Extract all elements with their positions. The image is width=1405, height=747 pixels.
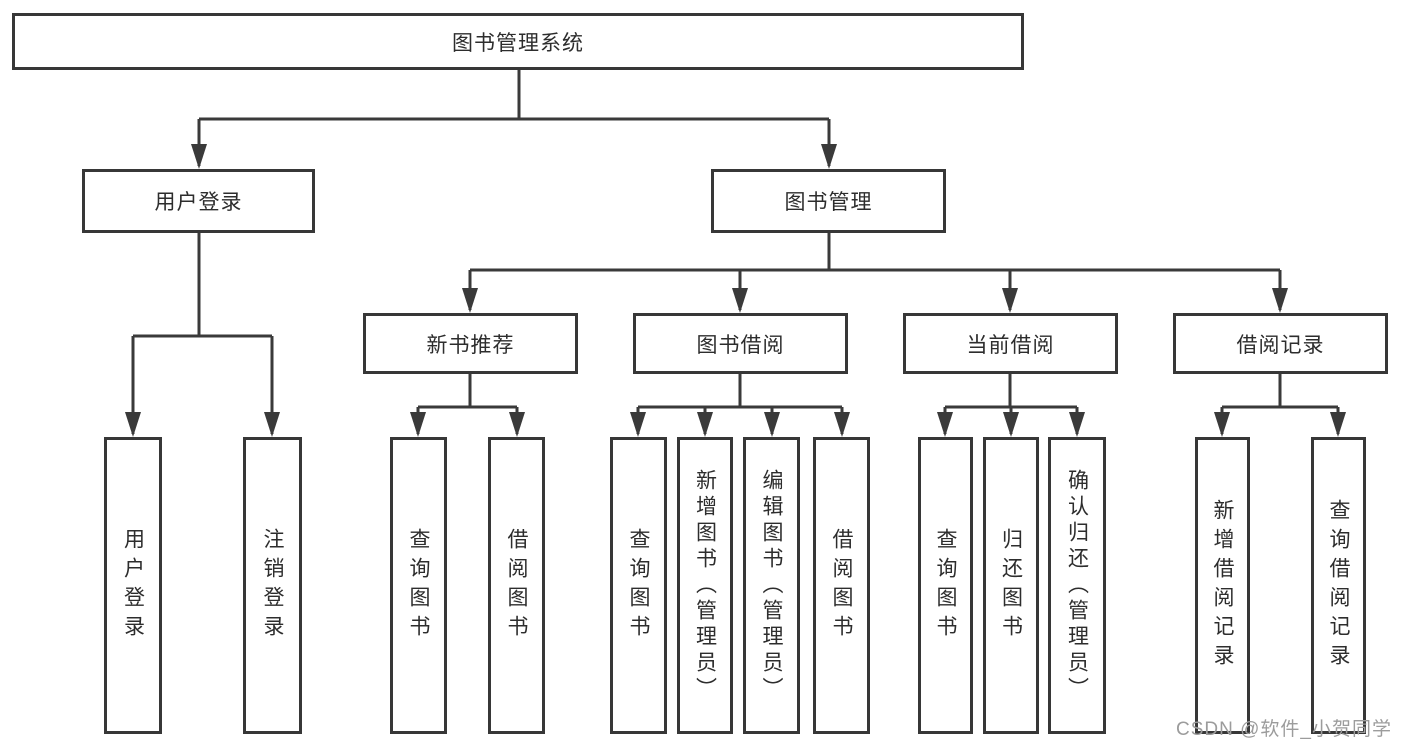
- leaf-borrow-books-recommend-label: 借阅图书: [505, 527, 528, 644]
- arrowhead: [410, 412, 426, 437]
- arrowhead: [1003, 412, 1019, 437]
- leaf-edit-book-admin-label: 编辑图书（管理员）: [760, 468, 783, 703]
- leaf-query-books-current: 查询图书: [918, 437, 973, 734]
- arrowhead: [191, 144, 207, 169]
- leaf-query-books-recommend: 查询图书: [390, 437, 447, 734]
- leaf-add-book-admin-label: 新增图书（管理员）: [693, 468, 717, 703]
- leaf-borrow-books-borrowing-label: 借阅图书: [830, 527, 853, 644]
- leaf-add-borrow-record: 新增借阅记录: [1195, 437, 1250, 734]
- connector-user-login-children: [131, 233, 274, 434]
- node-book-borrowing-label: 图书借阅: [696, 333, 785, 357]
- node-book-management-label: 图书管理: [784, 191, 873, 214]
- arrowhead: [1002, 288, 1018, 313]
- leaf-return-book: 归还图书: [983, 437, 1039, 734]
- arrowhead: [264, 412, 280, 437]
- arrowhead: [697, 412, 713, 437]
- connector-root-to-level2: [197, 70, 831, 166]
- connector-book-borrow-children: [636, 374, 844, 434]
- node-borrowing-records-label: 借阅记录: [1236, 333, 1325, 357]
- connector-current-borrow-children: [943, 374, 1079, 434]
- leaf-query-books-current-label: 查询图书: [934, 527, 957, 644]
- leaf-query-borrow-record-label: 查询借阅记录: [1327, 498, 1350, 673]
- leaf-confirm-return-admin-label: 确认归还（管理员）: [1065, 468, 1089, 703]
- connector-book-mgmt-children: [468, 233, 1282, 310]
- leaf-borrow-books-recommend: 借阅图书: [488, 437, 545, 734]
- leaf-user-login-label: 用户登录: [121, 527, 145, 644]
- leaf-edit-book-admin: 编辑图书（管理员）: [743, 437, 800, 734]
- node-book-management: 图书管理: [711, 169, 946, 233]
- leaf-query-books-borrowing-label: 查询图书: [627, 527, 650, 644]
- node-user-login: 用户登录: [82, 169, 315, 233]
- arrowhead: [937, 412, 953, 437]
- node-borrowing-records: 借阅记录: [1173, 313, 1388, 374]
- node-user-login-label: 用户登录: [154, 191, 243, 214]
- leaf-query-books-borrowing: 查询图书: [610, 437, 667, 734]
- csdn-watermark: CSDN @软件_小贺同学: [1176, 719, 1392, 740]
- leaf-borrow-books-borrowing: 借阅图书: [813, 437, 870, 734]
- arrowhead: [630, 412, 646, 437]
- node-library-system-label: 图书管理系统: [452, 31, 584, 55]
- connector-borrow-records-children: [1220, 374, 1340, 434]
- leaf-add-book-admin: 新增图书（管理员）: [677, 437, 733, 734]
- arrowhead: [1272, 288, 1288, 313]
- arrowhead: [821, 144, 837, 169]
- node-current-borrowing: 当前借阅: [903, 313, 1118, 374]
- leaf-user-login: 用户登录: [104, 437, 162, 734]
- arrowhead: [764, 412, 780, 437]
- leaf-logout: 注销登录: [243, 437, 302, 734]
- arrowhead: [509, 412, 525, 437]
- arrowhead: [125, 412, 141, 437]
- connector-new-book-rec-children: [416, 374, 519, 434]
- arrowhead: [1214, 412, 1230, 437]
- node-current-borrowing-label: 当前借阅: [966, 333, 1055, 357]
- leaf-add-borrow-record-label: 新增借阅记录: [1211, 498, 1234, 673]
- node-library-system: 图书管理系统: [12, 13, 1024, 70]
- arrowhead: [834, 412, 850, 437]
- leaf-confirm-return-admin: 确认归还（管理员）: [1048, 437, 1106, 734]
- leaf-query-borrow-record: 查询借阅记录: [1311, 437, 1366, 734]
- leaf-logout-label: 注销登录: [261, 527, 284, 644]
- arrowhead: [732, 288, 748, 313]
- arrowhead: [1069, 412, 1085, 437]
- node-new-book-recommend: 新书推荐: [363, 313, 578, 374]
- node-book-borrowing: 图书借阅: [633, 313, 848, 374]
- arrowhead: [462, 288, 478, 313]
- node-new-book-recommend-label: 新书推荐: [426, 333, 515, 357]
- leaf-return-book-label: 归还图书: [999, 527, 1023, 644]
- leaf-query-books-recommend-label: 查询图书: [407, 527, 430, 644]
- arrowhead: [1330, 412, 1346, 437]
